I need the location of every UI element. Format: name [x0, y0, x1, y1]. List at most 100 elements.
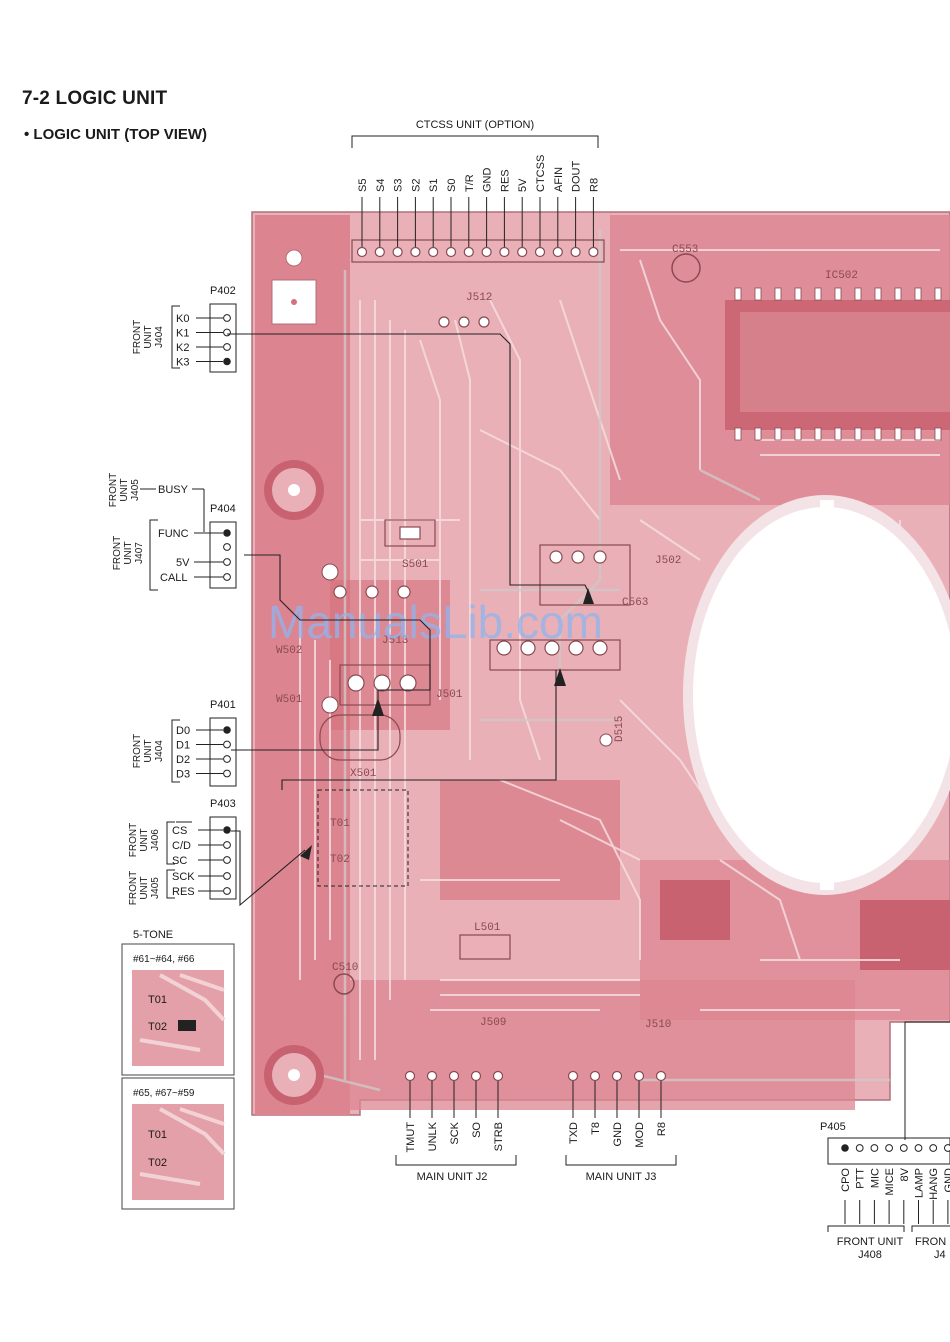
page-subtitle: • LOGIC UNIT (TOP VIEW) — [24, 126, 208, 143]
p402-unit-line3: J404 — [154, 326, 165, 348]
p405-pin-label: CPO — [840, 1168, 852, 1192]
p403-pin-label: RES — [172, 886, 195, 898]
busy-unit-line3: J405 — [130, 479, 141, 501]
watermark: ManualsLib.com — [268, 596, 603, 648]
busy-unit-line2: UNIT — [119, 478, 130, 501]
main_j2-pin-label: TMUT — [405, 1122, 417, 1153]
label-j509: J509 — [480, 1017, 506, 1029]
label-t02: T02 — [330, 854, 350, 866]
p404-unit-line2: UNIT — [123, 541, 134, 564]
p403-unit-a-line2: UNIT — [139, 828, 150, 851]
main_j2-pin-pad — [492, 1070, 504, 1082]
busy-connector: FRONT UNIT J405 BUSY — [108, 473, 205, 532]
t01-t02-jumper-area — [317, 789, 409, 887]
p402-unit-line2: UNIT — [143, 325, 154, 348]
p405-pin-dot — [944, 1144, 950, 1152]
main_j2-pin-label: UNLK — [427, 1121, 439, 1151]
p404-pin-call: CALL — [160, 572, 188, 584]
p401-label: P401 — [210, 699, 236, 711]
p401-pin-label: D0 — [176, 725, 190, 737]
five-tone-box2-t01: T01 — [148, 1129, 167, 1141]
main_j2-pin-pad — [470, 1070, 482, 1082]
main_j3-pin-pad — [589, 1070, 601, 1082]
p403-pin-dot — [223, 856, 231, 864]
busy-pin: BUSY — [158, 484, 189, 496]
p403-pin-label: SCK — [172, 871, 195, 883]
ctcss-pin-pad — [552, 246, 563, 258]
p401-pin-label: D1 — [176, 740, 190, 752]
p403-pin-dot — [223, 841, 231, 849]
label-j501: J501 — [436, 689, 463, 701]
ctcss-pin-label: S5 — [357, 179, 369, 192]
ctcss-pin-pad — [428, 246, 439, 258]
pcb-traces-grey — [299, 230, 890, 1092]
p402-pin-dot — [223, 357, 231, 366]
connector-pads — [333, 316, 608, 692]
p402-pin-dot — [223, 328, 231, 337]
label-t01: T01 — [330, 818, 350, 830]
ctcss-pin-pad — [392, 246, 403, 258]
p402-unit-line1: FRONT — [132, 320, 143, 354]
p401-pin-dot — [223, 769, 231, 778]
main_j2-pin-pad — [448, 1070, 460, 1082]
p405-pin-dot — [899, 1144, 908, 1152]
ctcss-pin-label: S0 — [446, 179, 458, 192]
p401-pin-dot — [223, 726, 231, 734]
ctcss-pin-pad — [445, 246, 457, 258]
p404-unit-line3: J407 — [134, 542, 145, 564]
p403-unit-a-line1: FRONT — [128, 823, 139, 857]
leader-wires — [227, 333, 591, 907]
busy-unit-line1: FRONT — [108, 473, 119, 507]
ctcss-pin-label: DOUT — [571, 161, 583, 192]
five-tone-panel: 5-TONE #61~#64, #66 T01 T02 #65, #67~#59… — [121, 929, 235, 1210]
p403-unit-b-line2: UNIT — [139, 876, 150, 899]
ctcss-pin-label: AFIN — [553, 167, 565, 192]
main-j3-label: MAIN UNIT J3 — [586, 1171, 657, 1183]
main_j3-pin-pad — [567, 1070, 579, 1082]
ctcss-pin-label: R8 — [588, 178, 600, 192]
ic502-pads — [734, 287, 942, 441]
main_j3-pin-label: R8 — [656, 1122, 668, 1136]
main_j2-pin-pad — [404, 1070, 416, 1082]
p403-label: P403 — [210, 798, 236, 810]
ctcss-pin-pad — [463, 246, 474, 258]
label-x501: X501 — [350, 768, 377, 780]
label-c553: C553 — [672, 244, 698, 256]
ctcss-pin-pad — [410, 246, 421, 258]
label-c563: C563 — [622, 597, 648, 609]
ctcss-pin-pad — [534, 246, 546, 258]
p405-pin-dot — [841, 1144, 849, 1152]
label-c510: C510 — [332, 962, 358, 974]
main-j2-label: MAIN UNIT J2 — [417, 1171, 488, 1183]
main_j3-pin-label: GND — [612, 1122, 624, 1147]
label-w501: W501 — [276, 694, 303, 706]
p403-pin-label: SC — [172, 855, 187, 867]
p403-unit-a-line3: J406 — [150, 829, 161, 851]
main_j3-pin-pad — [611, 1070, 623, 1082]
p404-pin-func: FUNC — [158, 528, 189, 540]
ctcss-pin-pad — [499, 246, 510, 258]
p405-pin-dot — [855, 1144, 864, 1152]
arrow-icon — [300, 588, 594, 860]
main_j3-pin-pad — [655, 1070, 667, 1082]
ctcss-pin-label: RES — [499, 169, 511, 192]
p405-pin-dot — [914, 1144, 923, 1152]
p405-pin-label: LAMP — [914, 1168, 926, 1198]
p402-pin-dot — [223, 343, 231, 351]
p405-pin-dot — [929, 1144, 938, 1152]
main_j3-pin-label: T8 — [590, 1122, 602, 1135]
p402-label: P402 — [210, 285, 236, 297]
ctcss-pin-label: S1 — [428, 179, 440, 192]
label-j512: J512 — [466, 292, 492, 304]
board-cutout — [683, 495, 950, 895]
label-s501: S501 — [402, 559, 429, 571]
ctcss-pin-pad — [481, 246, 492, 258]
p404-label: P404 — [210, 503, 236, 515]
p401-pin-label: D2 — [176, 754, 190, 766]
